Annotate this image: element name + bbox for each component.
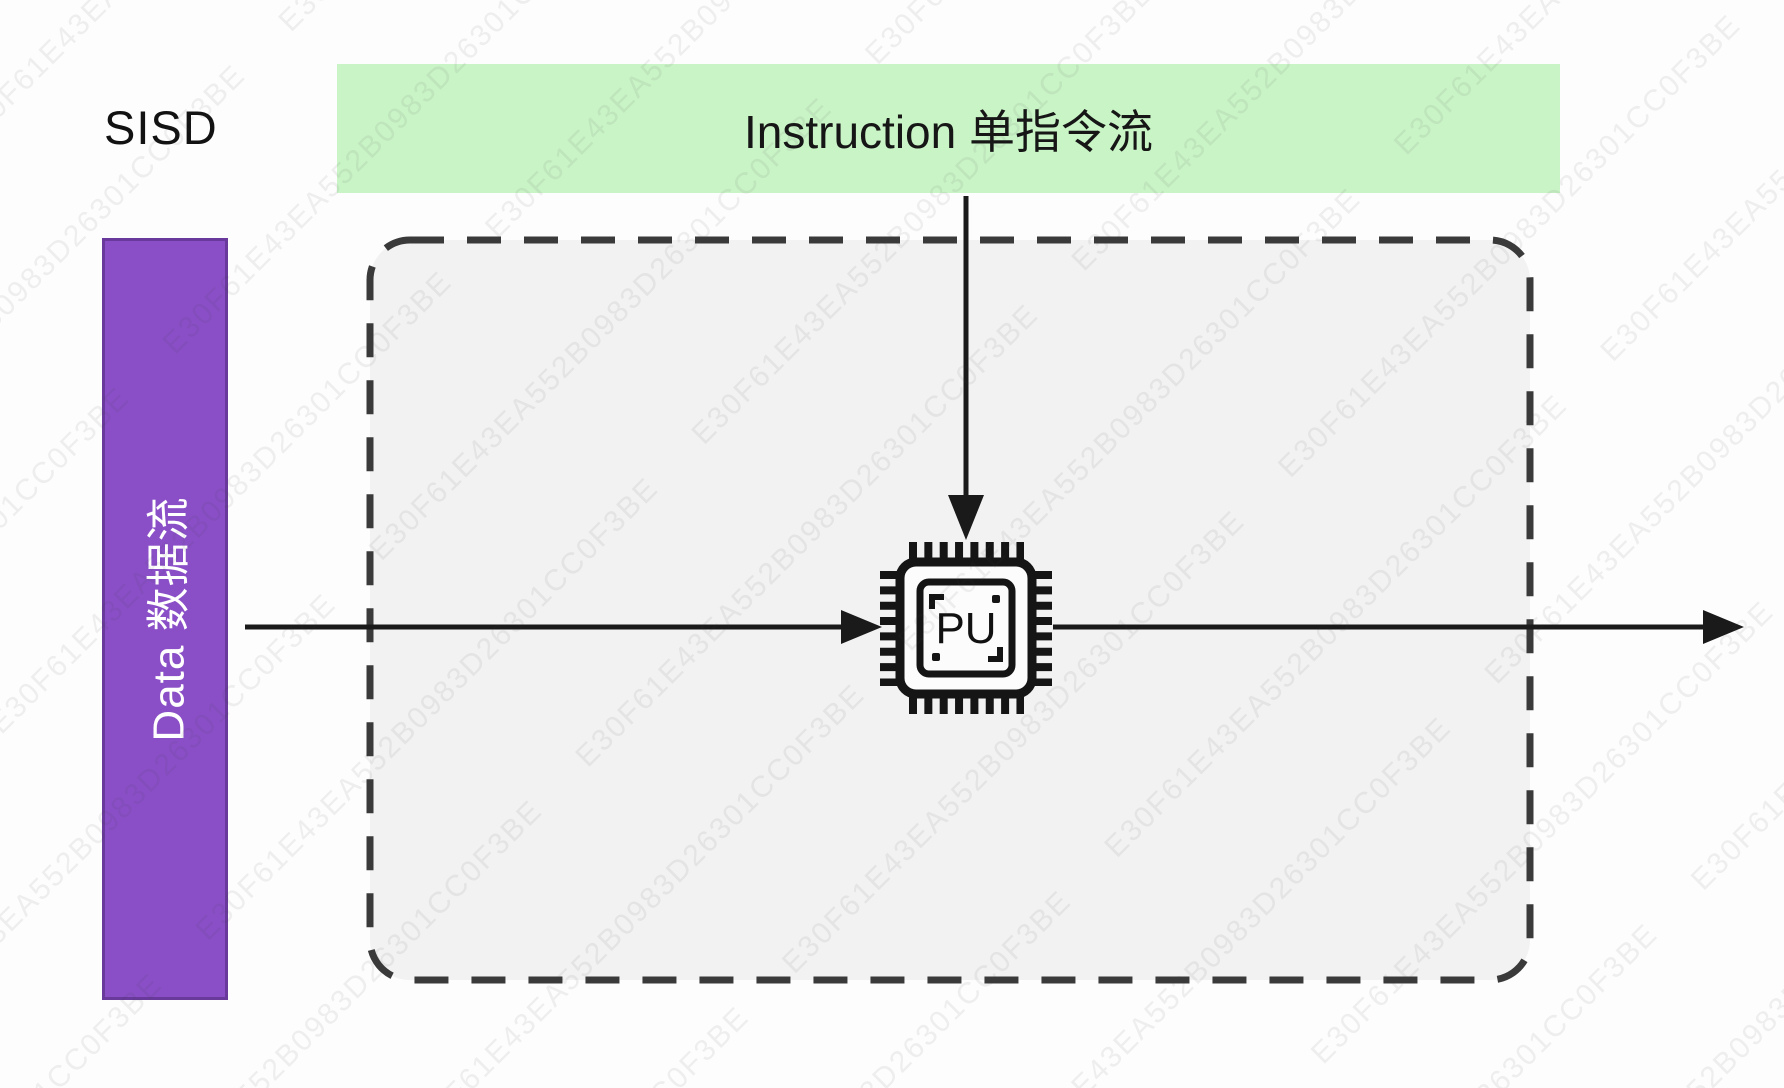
diagram-title: SISD — [104, 101, 218, 154]
chip-dot-bl — [932, 653, 940, 661]
data-stream-label: Data 数据流 — [145, 496, 195, 742]
chip-die — [916, 578, 1016, 678]
chip-corner-mark-br — [988, 647, 1003, 662]
instruction-stream-label: Instruction 单指令流 — [744, 105, 1153, 158]
chip-dot-tr — [992, 595, 1000, 603]
chip-corner-mark-tl — [929, 594, 944, 609]
instruction-stream-banner: Instruction 单指令流 — [337, 64, 1560, 193]
processing-unit-chip-icon: PU — [880, 542, 1052, 714]
data-out-arrowhead-icon — [1703, 610, 1744, 644]
processing-unit-label: PU — [935, 604, 996, 653]
chip-pins — [880, 542, 1052, 714]
data-stream-bar: Data 数据流 — [102, 238, 228, 1000]
